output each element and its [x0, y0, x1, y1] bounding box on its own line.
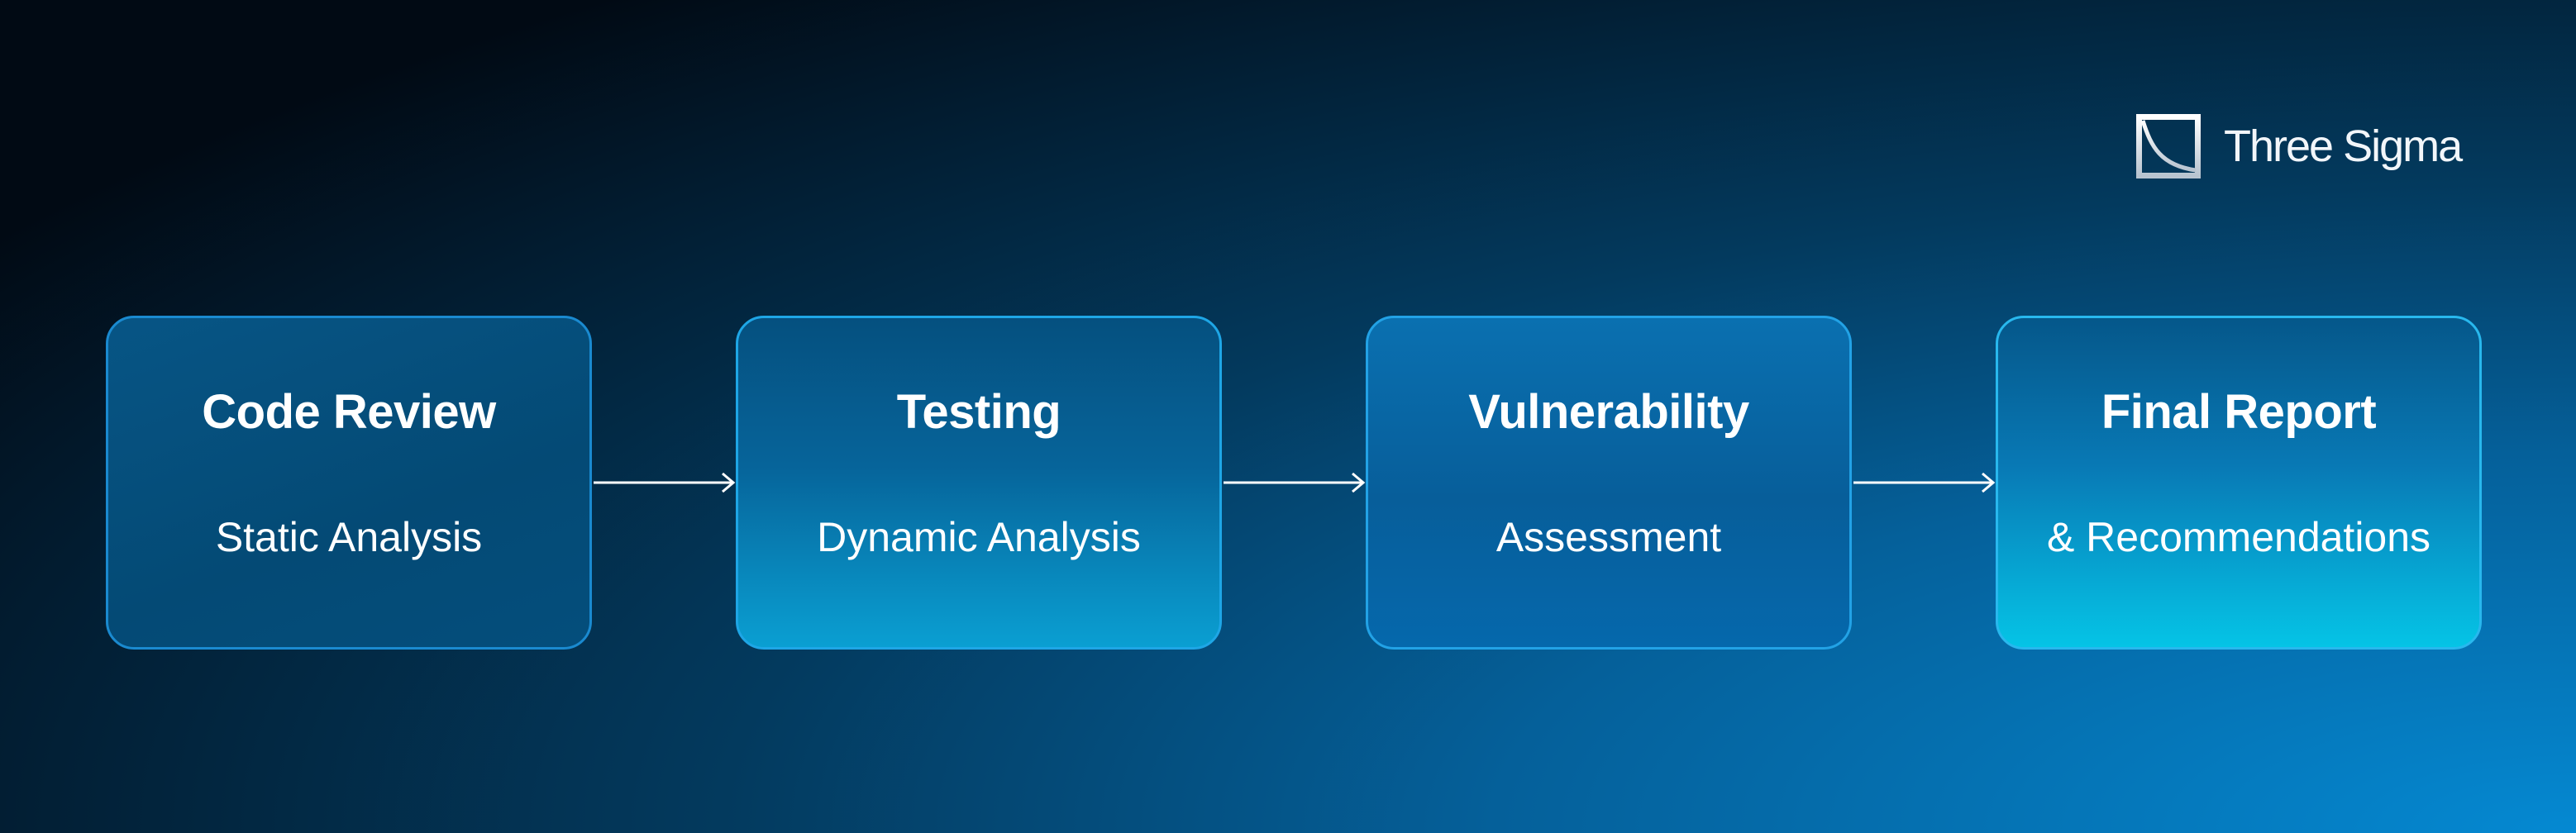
arrow-right-icon: [594, 473, 736, 493]
arrow-right-icon: [1224, 473, 1366, 493]
step-title: Vulnerability: [1468, 385, 1749, 439]
arrow-right-icon: [1853, 473, 1996, 493]
step-subtitle: & Recommendations: [2046, 514, 2431, 560]
step-testing: Testing Dynamic Analysis: [736, 316, 1222, 650]
step-title: Final Report: [2101, 385, 2377, 439]
step-title: Testing: [896, 385, 1061, 439]
step-code-review: Code Review Static Analysis: [106, 316, 592, 650]
step-subtitle: Assessment: [1496, 514, 1722, 560]
brand-logo: Three Sigma: [2136, 114, 2463, 178]
step-subtitle: Static Analysis: [215, 514, 483, 560]
step-subtitle: Dynamic Analysis: [817, 514, 1141, 560]
step-final-report: Final Report & Recommendations: [1996, 316, 2482, 650]
three-sigma-logo-icon: [2136, 114, 2201, 178]
step-vulnerability: Vulnerability Assessment: [1366, 316, 1852, 650]
step-title: Code Review: [202, 385, 496, 439]
brand-name: Three Sigma: [2224, 121, 2463, 171]
